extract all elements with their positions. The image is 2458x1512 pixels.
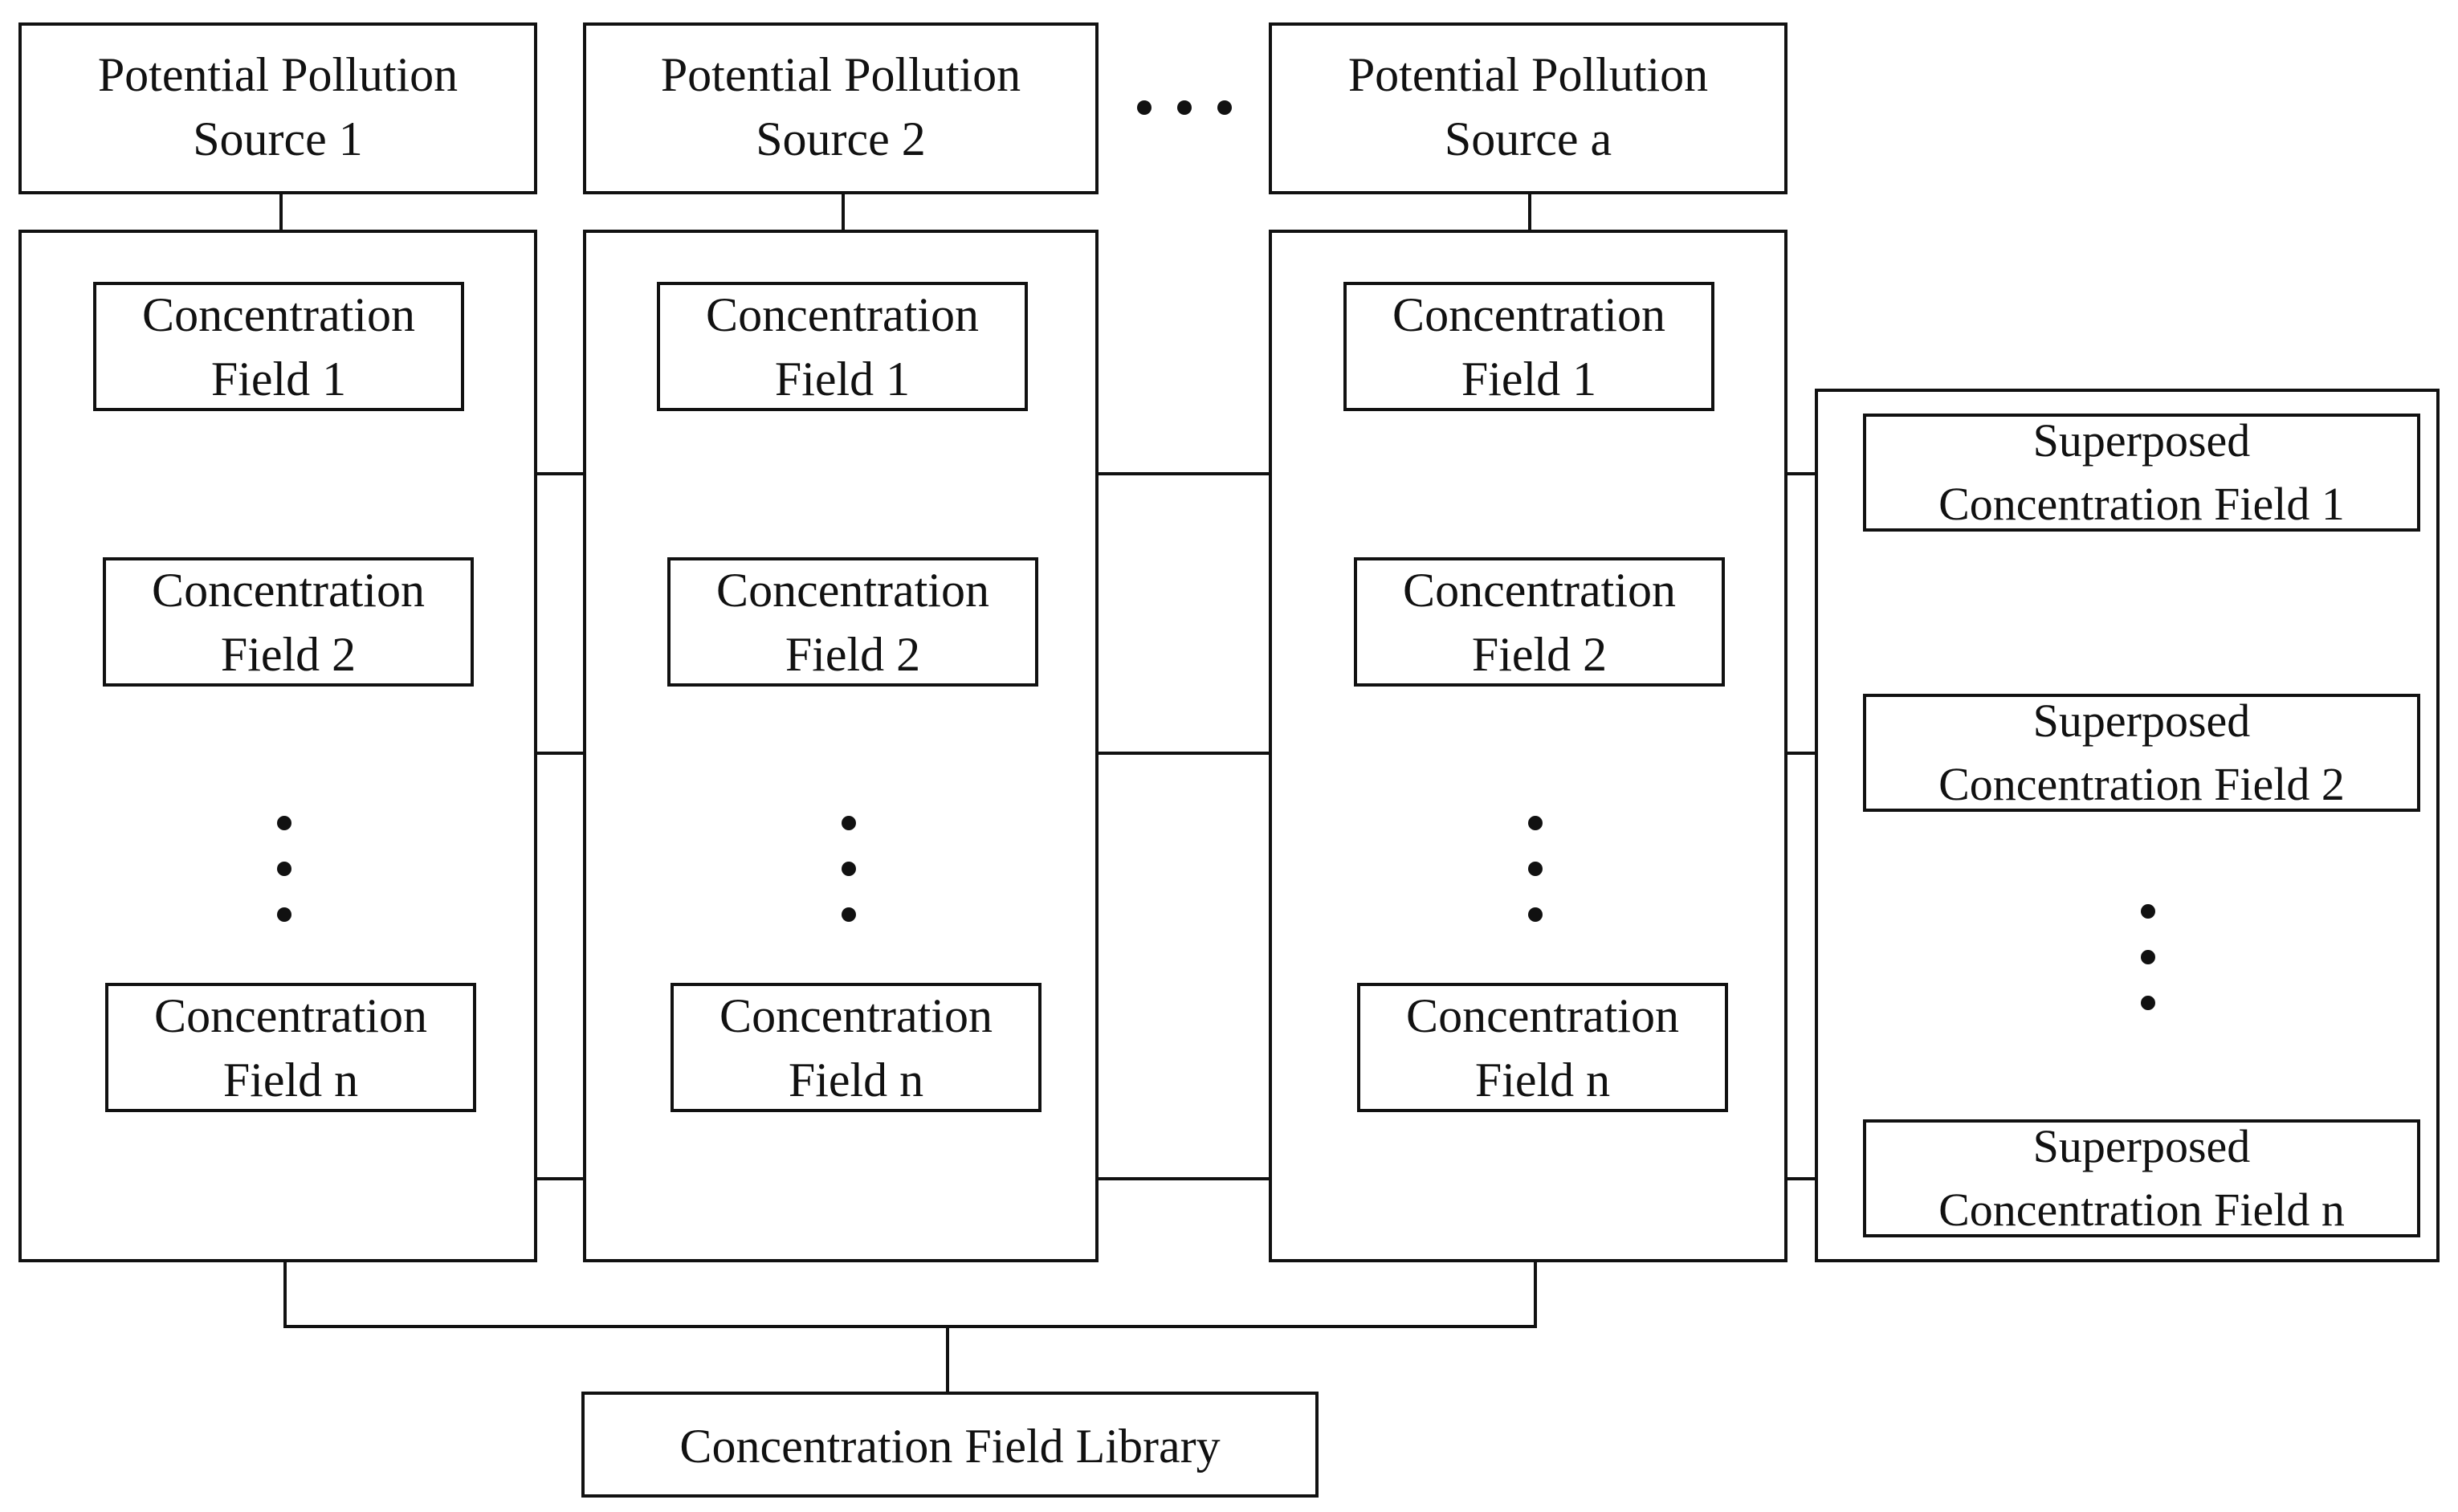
superposed-label-line1: Superposed xyxy=(2033,1120,2251,1172)
ellipsis-dot xyxy=(842,907,856,922)
source-a-field-2-box: Concentration Field 2 xyxy=(1354,557,1725,687)
field-label-line1: Concentration xyxy=(152,564,425,617)
library-label: Concentration Field Library xyxy=(679,1420,1220,1473)
source-1-field-1-box: Concentration Field 1 xyxy=(93,282,464,411)
ellipsis-dot xyxy=(2141,996,2155,1010)
ellipsis-dot xyxy=(1217,100,1232,115)
field-label-line1: Concentration xyxy=(716,564,989,617)
superposed-label-line2: Concentration Field 1 xyxy=(1938,478,2345,530)
ellipsis-dot xyxy=(842,862,856,876)
field-label-line1: Concentration xyxy=(719,989,993,1042)
source-1-box: Potential Pollution Source 1 xyxy=(18,22,537,194)
superposed-field-1-box: Superposed Concentration Field 1 xyxy=(1863,414,2420,532)
source-a-field-ellipsis xyxy=(1528,816,1543,922)
field-label-line1: Concentration xyxy=(1406,989,1679,1042)
source-a-box: Potential Pollution Source a xyxy=(1269,22,1787,194)
ellipsis-dot xyxy=(277,907,291,922)
source-1-label-line1: Potential Pollution xyxy=(98,48,458,101)
ellipsis-dot xyxy=(1528,862,1543,876)
field-label-line1: Concentration xyxy=(1403,564,1676,617)
source-a-field-1-box: Concentration Field 1 xyxy=(1343,282,1714,411)
source-2-field-1-box: Concentration Field 1 xyxy=(657,282,1028,411)
superposed-label-line1: Superposed xyxy=(2033,695,2251,747)
field-label-line2: Field 2 xyxy=(221,628,356,681)
superposed-label-line2: Concentration Field 2 xyxy=(1938,758,2345,810)
superposed-field-n-box: Superposed Concentration Field n xyxy=(1863,1119,2420,1237)
source-2-field-n-box: Concentration Field n xyxy=(671,983,1041,1112)
field-label-line2: Field 2 xyxy=(785,628,920,681)
ellipsis-dot xyxy=(2141,950,2155,964)
field-label-line1: Concentration xyxy=(1392,288,1665,341)
ellipsis-dot xyxy=(1528,816,1543,830)
field-label-line1: Concentration xyxy=(154,989,427,1042)
field-label-line2: Field n xyxy=(1475,1054,1610,1106)
source-a-label-line2: Source a xyxy=(1445,112,1612,165)
superposed-field-ellipsis xyxy=(2141,904,2155,1010)
field-label-line1: Concentration xyxy=(142,288,415,341)
source-a-field-n-box: Concentration Field n xyxy=(1357,983,1728,1112)
source-1-field-n-box: Concentration Field n xyxy=(105,983,476,1112)
source-2-label-line1: Potential Pollution xyxy=(661,48,1021,101)
more-sources-ellipsis xyxy=(1137,100,1232,115)
superposed-label-line2: Concentration Field n xyxy=(1938,1184,2345,1236)
source-2-field-2-box: Concentration Field 2 xyxy=(667,557,1038,687)
field-label-line2: Field 1 xyxy=(775,353,910,406)
source-2-label-line2: Source 2 xyxy=(756,112,926,165)
source-a-label-line1: Potential Pollution xyxy=(1348,48,1708,101)
ellipsis-dot xyxy=(1177,100,1192,115)
field-label-line2: Field 1 xyxy=(211,353,346,406)
ellipsis-dot xyxy=(277,816,291,830)
ellipsis-dot xyxy=(277,862,291,876)
ellipsis-dot xyxy=(2141,904,2155,919)
source-2-field-ellipsis xyxy=(842,816,856,922)
field-label-line2: Field n xyxy=(223,1054,358,1106)
superposed-label-line1: Superposed xyxy=(2033,414,2251,467)
field-label-line2: Field n xyxy=(789,1054,923,1106)
superposed-column xyxy=(1815,389,2440,1262)
field-label-line1: Concentration xyxy=(706,288,979,341)
field-label-line2: Field 1 xyxy=(1461,353,1596,406)
ellipsis-dot xyxy=(1528,907,1543,922)
source-2-box: Potential Pollution Source 2 xyxy=(583,22,1099,194)
field-label-line2: Field 2 xyxy=(1472,628,1607,681)
superposed-field-2-box: Superposed Concentration Field 2 xyxy=(1863,694,2420,812)
ellipsis-dot xyxy=(1137,100,1152,115)
library-bracket xyxy=(283,1261,1537,1328)
ellipsis-dot xyxy=(842,816,856,830)
source-1-label-line2: Source 1 xyxy=(193,112,363,165)
source-1-field-2-box: Concentration Field 2 xyxy=(103,557,474,687)
concentration-field-library-box: Concentration Field Library xyxy=(581,1392,1319,1498)
source-1-field-ellipsis xyxy=(277,816,291,922)
